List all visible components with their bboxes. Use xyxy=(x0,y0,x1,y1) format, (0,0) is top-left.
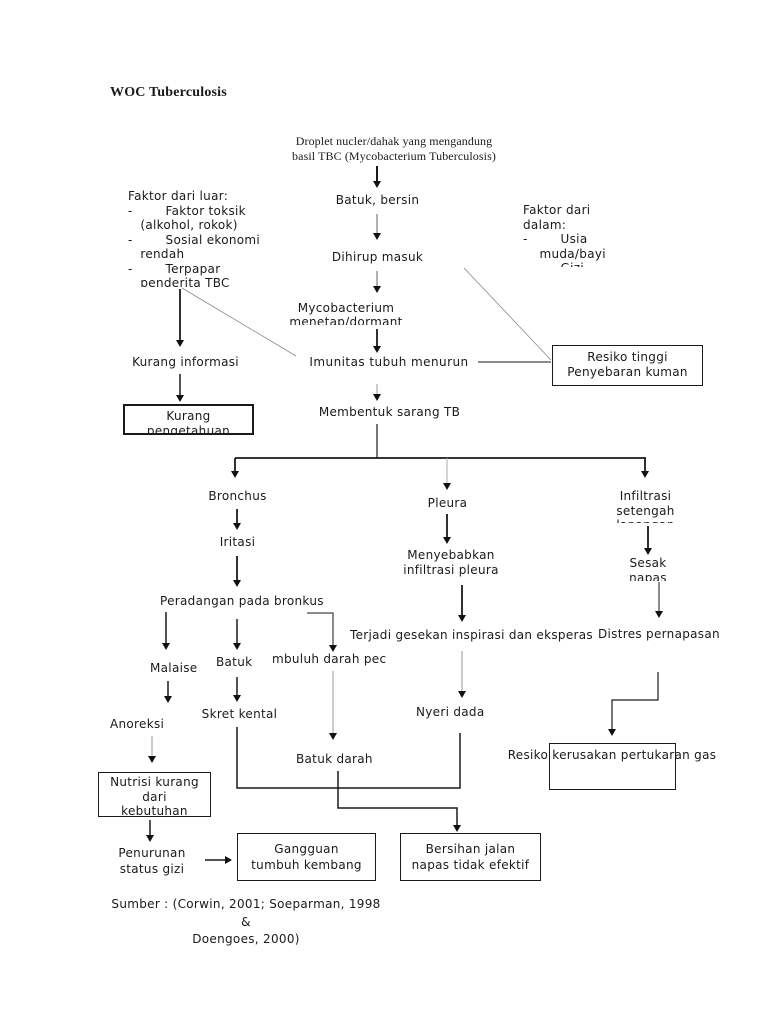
connector-arrowhead-14 xyxy=(329,645,337,652)
node-anoreksi: Anoreksi xyxy=(110,717,165,731)
connector-arrowhead-19 xyxy=(146,835,154,842)
node-distres-pernapasan: Distres pernapasan xyxy=(598,627,720,641)
node-dihirup-masuk: Dihirup masuk xyxy=(331,250,424,264)
box-resiko-tinggi: Resiko tinggi Penyebaran kuman xyxy=(552,345,703,386)
box-bersihan-jalan-napas: Bersihan jalan napas tidak efektif xyxy=(400,833,541,881)
node-peradangan: Peradangan pada bronkus xyxy=(160,594,324,608)
connector-arrowhead-10 xyxy=(233,523,241,530)
node-skret-kental: Skret kental xyxy=(201,707,278,721)
list-faktor-luar: Faktor dari luar: - Faktor toksik (alkoh… xyxy=(128,189,261,287)
connector-arrowhead-13 xyxy=(233,643,241,650)
connector-arrowhead-2 xyxy=(373,286,381,293)
node-sesak-napas: Sesak napas xyxy=(629,556,667,581)
node-resiko-kerusakan-gas-label: Resiko kerusakan pertukaran gas xyxy=(507,748,717,762)
node-batuk: Batuk xyxy=(216,655,253,669)
node-terjadi-gesekan: Terjadi gesekan inspirasi dan eksperas xyxy=(350,628,593,642)
node-nyeri-dada: Nyeri dada xyxy=(416,705,485,719)
connector-arrowhead-22 xyxy=(453,825,461,832)
node-batuk-bersin: Batuk, bersin xyxy=(335,193,420,207)
node-pleura: Pleura xyxy=(427,496,468,510)
connector-arrowhead-3 xyxy=(373,346,381,353)
node-malaise: Malaise xyxy=(150,661,198,675)
node-batuk-darah: Batuk darah xyxy=(296,752,373,766)
connector-arrowhead-12 xyxy=(162,643,170,650)
box-resiko-kerusakan-gas xyxy=(549,743,676,790)
connector-line-33 xyxy=(463,267,552,361)
connector-arrowhead-1 xyxy=(373,233,381,240)
connector-arrowhead-24 xyxy=(458,615,466,622)
connector-arrowhead-23 xyxy=(443,537,451,544)
connector-arrowhead-11 xyxy=(233,580,241,587)
connector-arrowhead-18 xyxy=(148,756,156,763)
connector-line-22 xyxy=(337,771,458,825)
node-menyebabkan-infiltrasi: Menyebabkan infiltrasi pleura xyxy=(403,548,499,577)
connector-line-28 xyxy=(611,672,659,729)
connector-arrowhead-20 xyxy=(225,856,232,864)
node-pembuluh-darah: mbuluh darah pec xyxy=(272,652,387,666)
box-nutrisi-kurang: Nutrisi kurang dari kebutuhan xyxy=(98,772,211,817)
connector-line-14 xyxy=(307,612,334,645)
page-title: WOC Tuberculosis xyxy=(110,85,227,100)
node-penurunan-status-gizi: Penurunan status gizi xyxy=(118,846,186,876)
connector-arrowhead-8 xyxy=(443,483,451,490)
connector-arrowhead-16 xyxy=(233,695,241,702)
node-droplet: Droplet nucler/dahak yang mengandung bas… xyxy=(292,134,496,163)
box-gangguan-tumbuh-kembang: Gangguan tumbuh kembang xyxy=(237,833,376,881)
connector-arrowhead-0 xyxy=(373,181,381,188)
connector-arrowhead-7 xyxy=(231,471,239,478)
node-membentuk-sarang: Membentuk sarang TB xyxy=(318,405,461,419)
node-imunitas: Imunitas tubuh menurun xyxy=(309,355,469,369)
node-bronchus: Bronchus xyxy=(208,489,267,503)
connector-arrowhead-15 xyxy=(164,696,172,703)
box-kurang-pengetahuan: Kurang pengetahuan xyxy=(123,404,254,435)
connector-arrowhead-26 xyxy=(644,548,652,555)
connector-arrowhead-17 xyxy=(329,733,337,740)
node-iritasi: Iritasi xyxy=(219,535,256,549)
connector-arrowhead-31 xyxy=(176,395,184,402)
list-faktor-dalam: Faktor dari dalam: - Usia muda/bayi - Gi… xyxy=(523,203,606,267)
node-mycobacterium: Mycobacterium menetap/dormant xyxy=(289,302,403,325)
connector-line-30 xyxy=(181,287,297,357)
source-citation: Sumber : (Corwin, 2001; Soeparman, 1998 … xyxy=(111,897,381,946)
connector-arrowhead-25 xyxy=(458,691,466,698)
connector-arrowhead-29 xyxy=(176,340,184,347)
connector-arrowhead-9 xyxy=(641,471,649,478)
connector-arrowhead-4 xyxy=(373,394,381,401)
connector-arrowhead-28 xyxy=(608,729,616,736)
connector-arrowhead-27 xyxy=(655,611,663,618)
node-infiltrasi: Infiltrasi setengah lapangan paru xyxy=(616,489,675,523)
node-kurang-informasi: Kurang informasi xyxy=(132,355,239,369)
